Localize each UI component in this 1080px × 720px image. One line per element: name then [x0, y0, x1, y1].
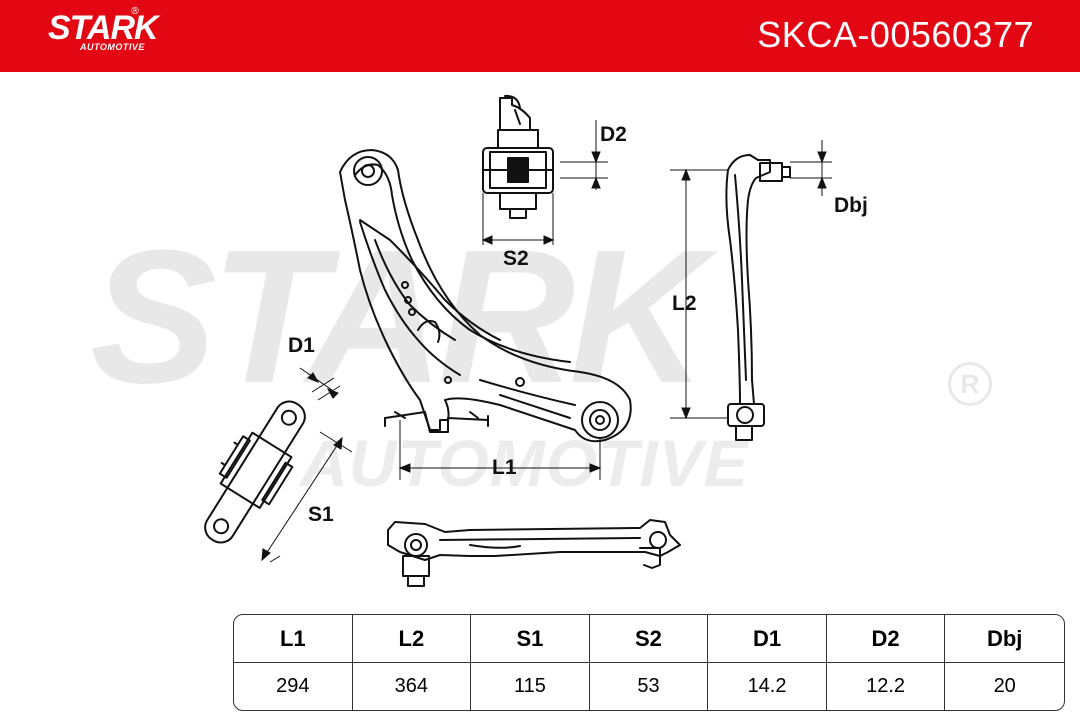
header-l2: L2 [352, 615, 472, 663]
header-l1: L1 [234, 615, 353, 663]
value-d2: 12.2 [827, 663, 946, 710]
value-l1: 294 [234, 663, 353, 710]
header-dbj: Dbj [945, 615, 1064, 663]
value-d1: 14.2 [708, 663, 827, 710]
ball-joint-side-view [725, 154, 791, 441]
brand-sub: AUTOMOTIVE [80, 42, 145, 52]
label-d2: D2 [600, 123, 627, 146]
label-d1: D1 [288, 334, 315, 357]
registered-icon: ® [130, 6, 140, 17]
label-dbj: Dbj [834, 194, 868, 217]
specs-table: L1 L2 S1 S2 D1 D2 Dbj 294 364 115 53 14.… [233, 614, 1065, 711]
header-d2: D2 [826, 615, 946, 663]
s1-dim-line [261, 437, 343, 561]
specs-value-row: 294 364 115 53 14.2 12.2 20 [234, 663, 1064, 710]
label-l1: L1 [492, 456, 517, 479]
header-s2: S2 [589, 615, 709, 663]
label-s1: S1 [308, 503, 334, 526]
header-s1: S1 [471, 615, 590, 663]
watermark-sub: AUTOMOTIVE [300, 426, 749, 500]
value-s1: 115 [471, 663, 590, 710]
label-s2: S2 [503, 247, 529, 270]
header-bar: STARK AUTOMOTIVE ® SKCA-00560377 [0, 0, 1080, 72]
watermark-registered-icon: R [948, 362, 992, 406]
specs-header-row: L1 L2 S1 S2 D1 D2 Dbj [234, 615, 1064, 663]
header-d1: D1 [708, 615, 827, 663]
label-l2: L2 [672, 292, 697, 315]
brand-name: STARK [48, 9, 159, 47]
value-l2: 364 [353, 663, 472, 710]
brand-logo: STARK AUTOMOTIVE [48, 9, 159, 52]
value-s2: 53 [590, 663, 709, 710]
bushing-s1-view [204, 400, 306, 544]
watermark: STARK [90, 211, 706, 423]
part-number: SKCA-00560377 [757, 14, 1034, 55]
control-arm-top-view [387, 519, 681, 587]
value-dbj: 20 [993, 675, 1016, 697]
bushing-view [482, 94, 554, 219]
